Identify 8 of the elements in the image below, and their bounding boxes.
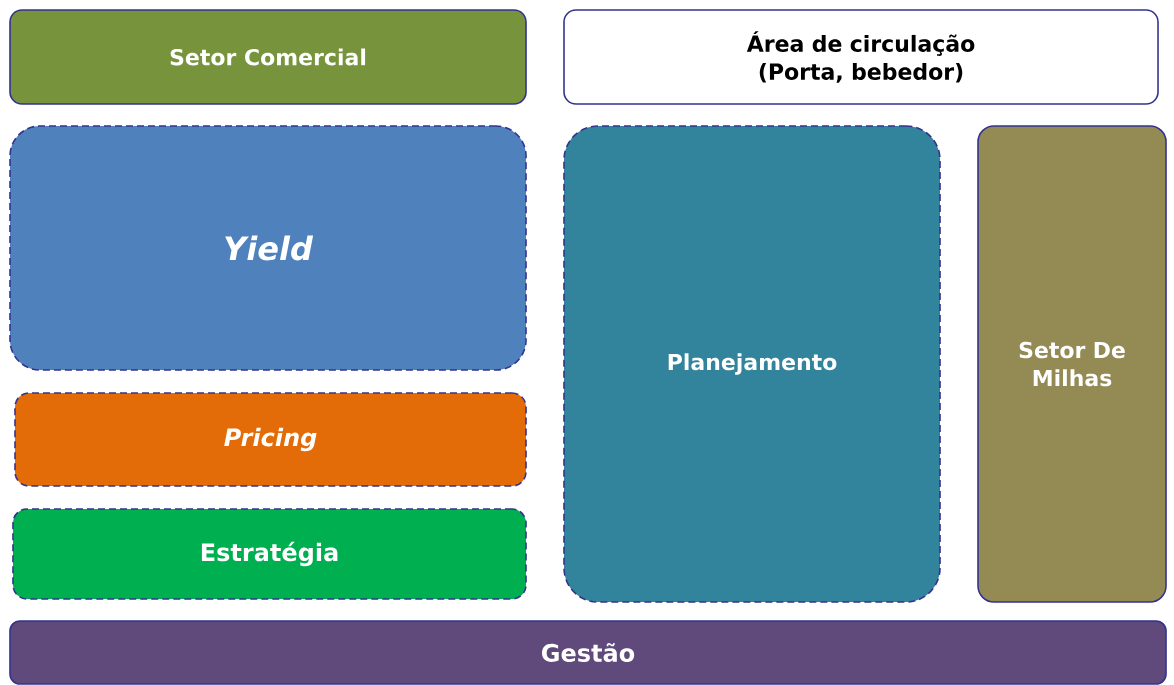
section-box: Área de circulação (Porta, bebedor) xyxy=(563,9,1159,105)
section-box: Planejamento xyxy=(563,125,941,603)
section-box: Gestão xyxy=(9,620,1167,685)
section-box: Setor Comercial xyxy=(9,9,527,105)
section-box: Pricing xyxy=(14,392,527,487)
section-box: Yield xyxy=(9,125,527,371)
section-box: Estratégia xyxy=(12,508,527,600)
section-box: Setor De Milhas xyxy=(977,125,1167,603)
